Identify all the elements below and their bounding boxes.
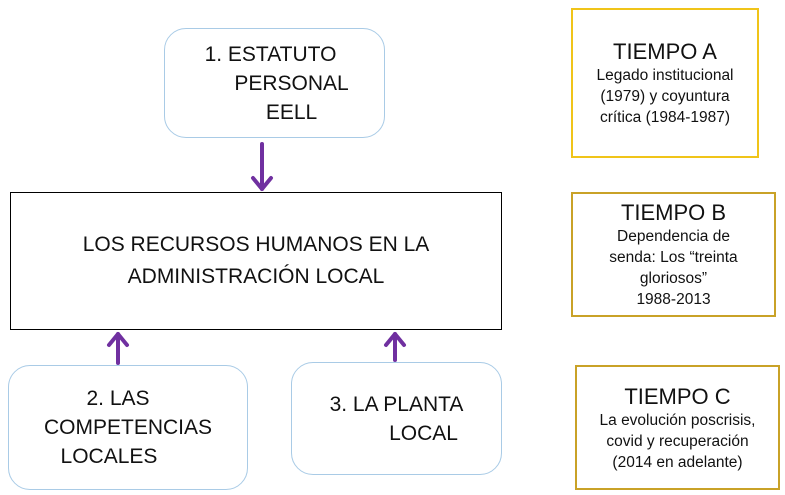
box-line: LOCALES <box>60 445 158 468</box>
box-line: 3. LA PLANTA <box>329 392 464 416</box>
box-line: LOS RECURSOS HUMANOS EN LA <box>82 233 430 256</box>
tiempo-title: TIEMPO A <box>613 39 717 64</box>
box-line: LOCAL <box>389 421 458 445</box>
tiempo-c-box: TIEMPO C La evolución poscrisis, covid y… <box>575 365 780 490</box>
tiempo-line: senda: Los “treinta <box>609 249 738 266</box>
tiempo-line: (1979) y coyuntura <box>600 88 730 105</box>
arrow-up-from-competencias <box>107 332 129 365</box>
arrow-down-to-main <box>251 142 273 191</box>
box-line: PERSONAL <box>234 71 349 95</box>
estatuto-personal-box: 1. ESTATUTO PERSONAL EELL <box>164 28 385 138</box>
tiempo-line: Legado institucional <box>596 67 734 84</box>
tiempo-line: 1988-2013 <box>636 291 711 308</box>
tiempo-a-box: TIEMPO A Legado institucional (1979) y c… <box>571 8 759 158</box>
arrow-up-from-planta <box>384 332 406 362</box>
tiempo-line: gloriosos” <box>639 270 708 287</box>
planta-local-box: 3. LA PLANTA LOCAL <box>291 362 502 475</box>
tiempo-line: La evolución poscrisis, <box>599 411 756 429</box>
competencias-locales-box: 2. LAS COMPETENCIAS LOCALES <box>8 365 248 490</box>
tiempo-line: (2014 en adelante) <box>612 453 743 471</box>
box-line: ADMINISTRACIÓN LOCAL <box>127 265 385 288</box>
tiempo-b-box: TIEMPO B Dependencia de senda: Los “trei… <box>571 192 776 317</box>
tiempo-line: covid y recuperación <box>606 432 749 450</box>
tiempo-title: TIEMPO C <box>624 383 731 409</box>
box-line: 2. LAS <box>86 387 150 410</box>
tiempo-line: crítica (1984-1987) <box>599 109 731 126</box>
tiempo-title: TIEMPO B <box>620 200 727 225</box>
box-line: EELL <box>265 100 318 124</box>
box-line: 1. ESTATUTO <box>204 42 337 66</box>
box-line: COMPETENCIAS <box>43 416 213 439</box>
recursos-humanos-box: LOS RECURSOS HUMANOS EN LA ADMINISTRACIÓ… <box>10 192 502 330</box>
tiempo-line: Dependencia de <box>617 228 730 245</box>
